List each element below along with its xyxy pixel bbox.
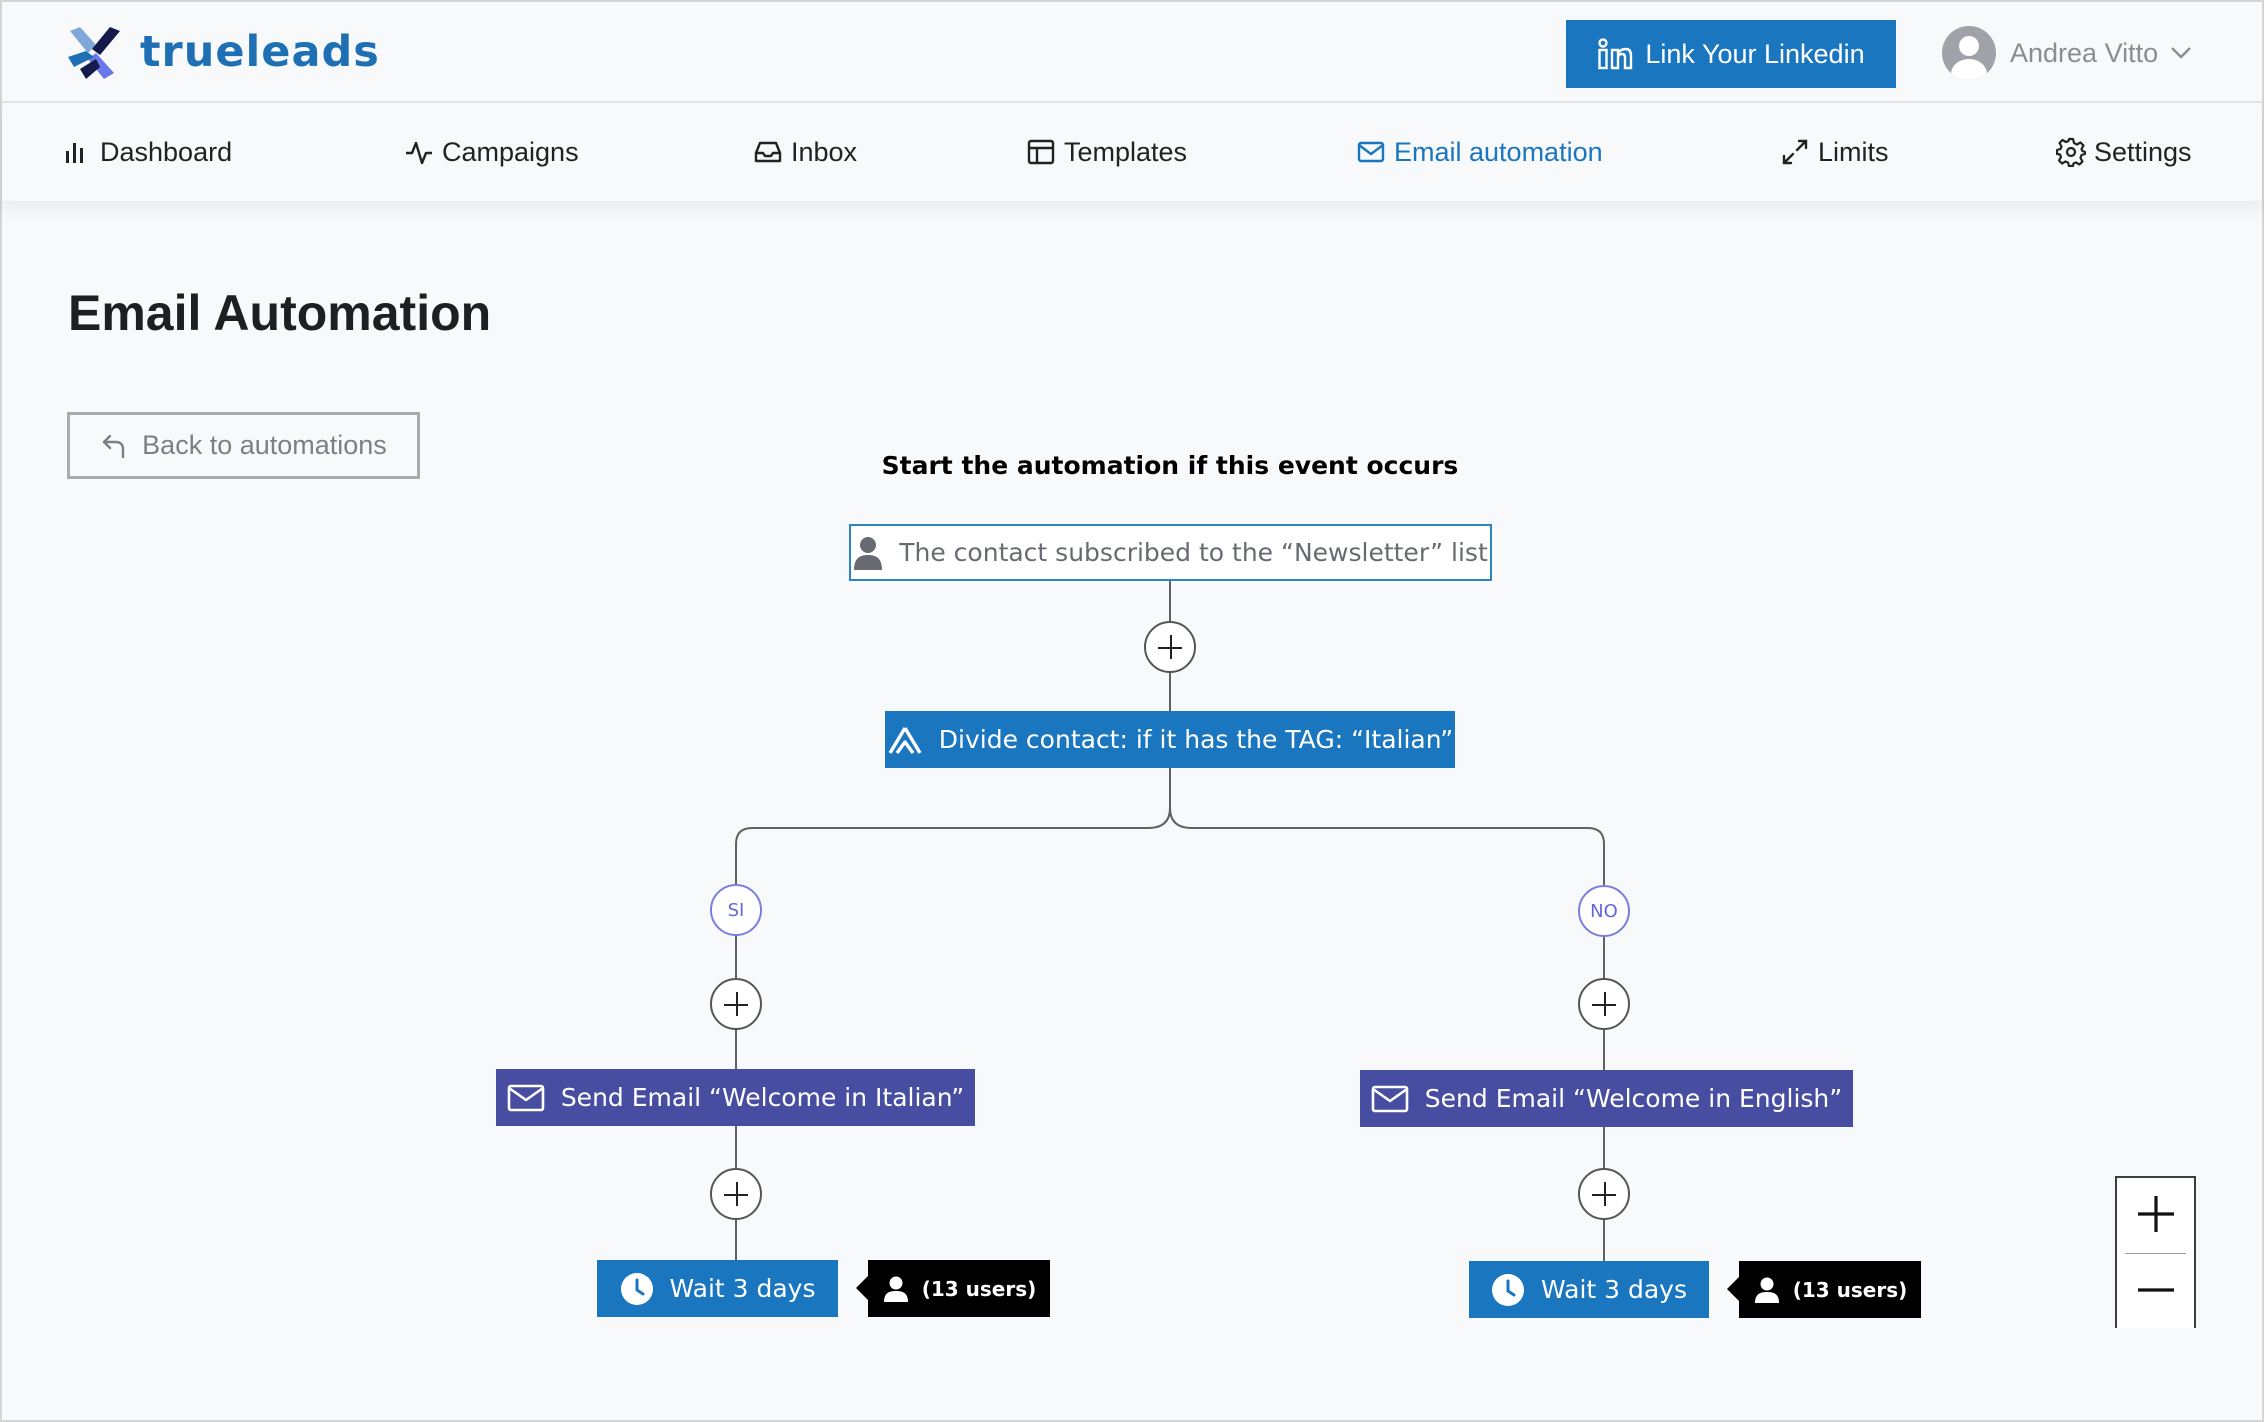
chevron-down-icon: [2171, 47, 2191, 59]
split-icon: [888, 726, 922, 754]
user-menu[interactable]: Andrea Vitto: [1942, 25, 2192, 81]
user-icon: [854, 536, 883, 570]
send-email-label: Send Email “Welcome in English”: [1424, 1084, 1843, 1113]
back-button-label: Back to automations: [142, 430, 387, 460]
mail-icon: [1357, 141, 1385, 163]
gear-icon: [2056, 137, 2086, 167]
nav-item-email-automation[interactable]: Email automation: [1356, 103, 1603, 201]
page-title: Email Automation: [68, 285, 492, 341]
brand-logo[interactable]: trueleads: [66, 23, 380, 81]
flow-heading: Start the automation if this event occur…: [881, 451, 1459, 480]
branch-no-label[interactable]: NO: [1578, 885, 1630, 937]
return-arrow-icon: [102, 434, 125, 458]
nav-item-templates[interactable]: Templates: [1026, 103, 1187, 201]
linkedin-icon: [1598, 38, 1633, 70]
wait-node[interactable]: Wait 3 days: [597, 1260, 838, 1317]
zoom-in-button[interactable]: [2117, 1178, 2194, 1252]
nav-item-label: Limits: [1818, 136, 1889, 167]
nav-item-label: Settings: [2094, 136, 2192, 167]
trueleads-logo-icon: [68, 27, 120, 79]
users-count-label: (13 users): [921, 1276, 1037, 1301]
clock-icon: [620, 1272, 653, 1305]
nav-item-label: Templates: [1064, 136, 1188, 167]
bar-chart-icon: [66, 143, 83, 163]
mail-icon: [507, 1084, 545, 1111]
add-step-button[interactable]: [710, 978, 762, 1030]
wait-label: Wait 3 days: [1541, 1275, 1687, 1304]
divide-contact-label: Divide contact: if it has the TAG: “Ital…: [938, 725, 1454, 754]
nav-item-label: Email automation: [1394, 136, 1603, 167]
link-linkedin-label: Link Your Linkedin: [1645, 38, 1865, 69]
branch-yes-label[interactable]: SI: [710, 884, 762, 936]
nav-item-label: Dashboard: [100, 136, 233, 167]
minus-icon: [2137, 1287, 2174, 1292]
inbox-icon: [754, 141, 782, 163]
trigger-label: The contact subscribed to the “Newslette…: [899, 538, 1488, 567]
send-email-italian-node[interactable]: Send Email “Welcome in Italian”: [496, 1069, 975, 1126]
wait-node[interactable]: Wait 3 days: [1469, 1261, 1709, 1318]
nav-item-settings[interactable]: Settings: [2056, 103, 2192, 201]
mail-icon: [1371, 1085, 1409, 1112]
add-step-button[interactable]: [1144, 621, 1196, 673]
add-step-button[interactable]: [1578, 978, 1630, 1030]
add-step-button[interactable]: [710, 1168, 762, 1220]
users-count-badge: (13 users): [1727, 1261, 1921, 1318]
nav-item-campaigns[interactable]: Campaigns: [404, 103, 579, 201]
user-name: Andrea Vitto: [2010, 37, 2159, 68]
clock-icon: [1492, 1273, 1524, 1306]
activity-icon: [406, 141, 432, 165]
back-to-automations-button[interactable]: Back to automations: [67, 412, 420, 479]
nav-item-dashboard[interactable]: Dashboard: [62, 103, 232, 201]
divide-contact-node[interactable]: Divide contact: if it has the TAG: “Ital…: [885, 711, 1455, 768]
users-count-badge: (13 users): [856, 1260, 1050, 1317]
nav-item-label: Inbox: [791, 136, 858, 167]
layout-icon: [1027, 139, 1055, 165]
nav-item-inbox[interactable]: Inbox: [753, 103, 857, 201]
zoom-out-button[interactable]: [2117, 1254, 2194, 1328]
send-email-label: Send Email “Welcome in Italian”: [560, 1083, 965, 1112]
main-nav: Dashboard Campaigns Inbox Templates Emai…: [2, 103, 2262, 201]
link-linkedin-button[interactable]: Link Your Linkedin: [1566, 20, 1896, 88]
add-step-button[interactable]: [1578, 1168, 1630, 1220]
nav-item-label: Campaigns: [442, 136, 579, 167]
brand-name: trueleads: [140, 27, 380, 77]
wait-label: Wait 3 days: [669, 1274, 816, 1303]
user-icon: [1754, 1277, 1779, 1303]
nav-item-limits[interactable]: Limits: [1780, 103, 1889, 201]
send-email-english-node[interactable]: Send Email “Welcome in English”: [1360, 1070, 1853, 1127]
expand-icon: [1782, 139, 1808, 165]
avatar: [1942, 26, 1996, 80]
user-icon: [883, 1276, 908, 1302]
plus-icon: [2137, 1195, 2174, 1232]
users-count-label: (13 users): [1792, 1277, 1908, 1302]
zoom-controls: [2115, 1176, 2196, 1328]
top-header: trueleads Link Your Linkedin Andrea Vitt…: [2, 2, 2262, 103]
trigger-node[interactable]: The contact subscribed to the “Newslette…: [849, 524, 1492, 581]
